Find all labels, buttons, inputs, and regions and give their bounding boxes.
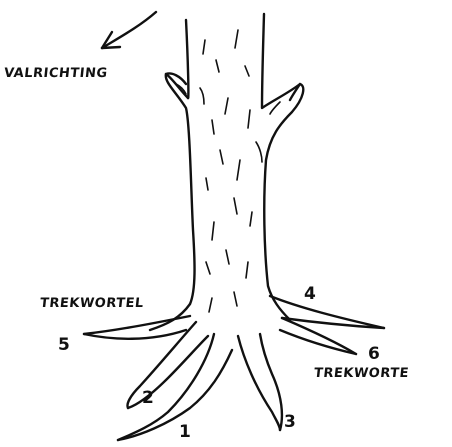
- tree-trunk: [150, 14, 303, 330]
- root-number-2: 2: [142, 388, 154, 408]
- pull-root-label-left: TREKWORTEL: [39, 296, 144, 311]
- root-number-6: 6: [368, 344, 380, 364]
- arrow-down-left-icon: [102, 12, 156, 48]
- fell-direction-label: VALRICHTING: [3, 66, 108, 81]
- root-number-5: 5: [58, 335, 70, 355]
- root-number-3: 3: [284, 412, 296, 432]
- root-number-4: 4: [304, 284, 316, 304]
- root-number-1: 1: [179, 422, 191, 442]
- pull-root-label-right: TREKWORTE: [313, 366, 409, 381]
